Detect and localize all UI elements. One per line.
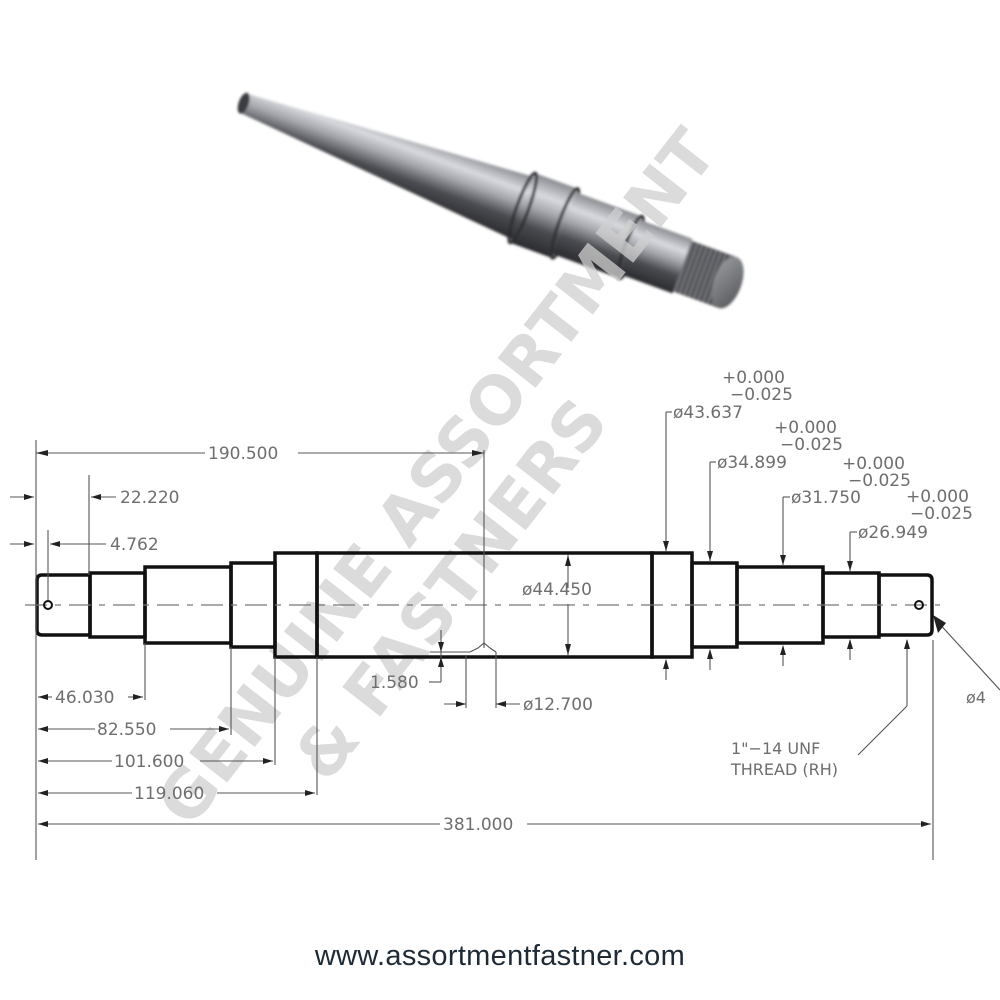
thread-note-line1: 1"−14 UNF xyxy=(731,739,820,758)
dim-119-060: 119.060 xyxy=(134,784,204,804)
dim-dia-12-700: ø12.700 xyxy=(523,695,593,715)
dim-22-220: 22.220 xyxy=(120,488,179,508)
pin-hole-left xyxy=(43,600,53,610)
tol-plus-31-750: +0.000 xyxy=(842,454,905,474)
dim-dia-43-637: ø43.637 xyxy=(673,403,743,423)
dim-4-762: 4.762 xyxy=(110,535,159,555)
dim-1-580: 1.580 xyxy=(370,673,419,693)
tol-plus-26-949: +0.000 xyxy=(906,487,969,507)
shaft-photo xyxy=(237,92,744,309)
tol-plus-43-637: +0.000 xyxy=(722,368,785,388)
tol-minus-43-637: −0.025 xyxy=(730,385,793,405)
dim-190-500: 190.500 xyxy=(208,444,278,464)
tol-minus-31-750: −0.025 xyxy=(848,471,911,491)
dim-101-600: 101.600 xyxy=(114,752,184,772)
dimension-lines xyxy=(10,411,1000,860)
dim-dia-31-750: ø31.750 xyxy=(791,488,861,508)
watermark: GENUINE ASSORTMENT & FASTNERS xyxy=(142,115,732,839)
dim-dia-34-899: ø34.899 xyxy=(717,453,787,473)
arrowheads xyxy=(24,450,946,827)
watermark-line1: GENUINE ASSORTMENT xyxy=(142,115,732,839)
dim-82-550: 82.550 xyxy=(97,720,156,740)
dim-dia-26-949: ø26.949 xyxy=(858,523,928,543)
tol-minus-26-949: −0.025 xyxy=(910,504,973,524)
dim-46-030: 46.030 xyxy=(55,688,114,708)
dim-dia-44-450: ø44.450 xyxy=(522,580,592,600)
pin-hole-right xyxy=(914,600,924,610)
tol-minus-34-899: −0.025 xyxy=(780,435,843,455)
dim-dia-pin-hole: ø4 xyxy=(966,688,986,707)
thread-note-line2: THREAD (RH) xyxy=(730,760,838,779)
dim-381-000: 381.000 xyxy=(443,815,513,835)
website-url[interactable]: www.assortmentfastner.com xyxy=(314,940,686,972)
tol-plus-34-899: +0.000 xyxy=(774,418,837,438)
